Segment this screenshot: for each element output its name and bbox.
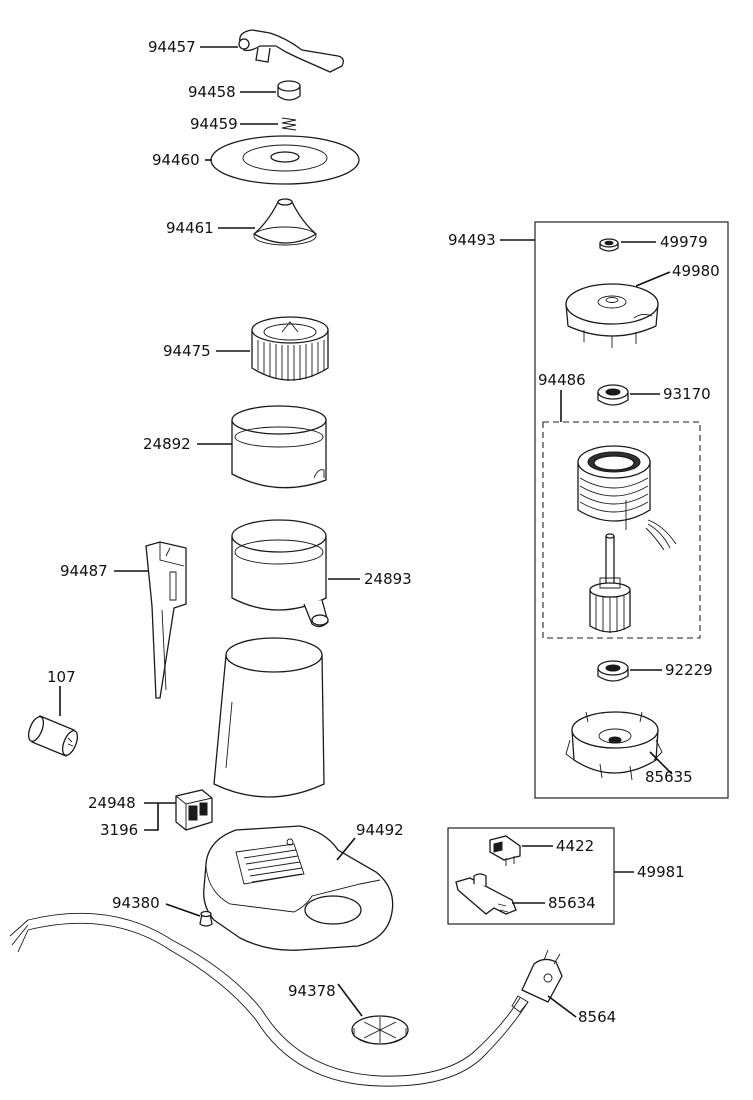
part-94459-spring <box>281 117 297 131</box>
label-3196: 3196 <box>100 821 138 839</box>
label-94378: 94378 <box>288 982 336 1000</box>
leader-94378 <box>337 983 363 1017</box>
leader-94380 <box>165 903 201 917</box>
part-24892-ring <box>231 405 327 489</box>
label-24948: 24948 <box>88 794 136 812</box>
label-24893: 24893 <box>364 570 412 588</box>
part-94492-base <box>203 825 394 951</box>
label-49979: 49979 <box>660 233 708 251</box>
leader-8564 <box>547 995 577 1018</box>
label-94460: 94460 <box>152 151 200 169</box>
assembly-box-94493 <box>534 221 729 799</box>
part-94380-fitting <box>199 910 213 927</box>
part-power-cord <box>9 912 529 1087</box>
label-94487: 94487 <box>60 562 108 580</box>
leader-49980 <box>635 271 671 287</box>
part-4422-microswitch <box>489 835 521 866</box>
part-49980-cover <box>565 283 659 348</box>
part-94475-burr <box>251 316 329 381</box>
part-94378-grommet <box>351 1015 409 1045</box>
leader-3196 <box>144 803 159 831</box>
part-24893-chamber <box>231 519 329 628</box>
label-85635: 85635 <box>645 768 693 786</box>
leader-85635 <box>649 751 673 775</box>
part-93170-bearing <box>597 384 629 406</box>
label-94459: 94459 <box>190 115 238 133</box>
label-94475: 94475 <box>163 342 211 360</box>
part-94487-bracket <box>145 541 187 699</box>
label-92229: 92229 <box>665 661 713 679</box>
part-49979-bearing <box>599 238 619 252</box>
part-94458-cap <box>277 80 301 101</box>
label-4422: 4422 <box>556 837 594 855</box>
part-92229-bearing <box>597 660 629 682</box>
label-93170: 93170 <box>663 385 711 403</box>
label-94457: 94457 <box>148 38 196 56</box>
label-94380: 94380 <box>112 894 160 912</box>
label-94492: 94492 <box>356 821 404 839</box>
part-85635-housing <box>565 711 663 781</box>
part-rotor <box>589 533 631 633</box>
part-107-capacitor <box>27 715 79 757</box>
part-stator <box>577 445 677 551</box>
label-24892: 24892 <box>143 435 191 453</box>
label-49981: 49981 <box>637 863 685 881</box>
label-94461: 94461 <box>166 219 214 237</box>
part-94460-disc <box>210 135 360 185</box>
part-85634-bracket <box>455 873 517 915</box>
assembly-box-49981 <box>447 827 615 925</box>
label-94486: 94486 <box>538 371 586 389</box>
label-107: 107 <box>47 668 76 686</box>
label-94493: 94493 <box>448 231 496 249</box>
part-94461-cone <box>252 198 318 246</box>
label-94458: 94458 <box>188 83 236 101</box>
leader-94492 <box>336 837 356 861</box>
label-49980: 49980 <box>672 262 720 280</box>
subassembly-box-94486 <box>542 421 701 639</box>
label-85634: 85634 <box>548 894 596 912</box>
part-94457-lever <box>238 29 344 73</box>
part-housing <box>213 637 325 798</box>
part-8564-plug <box>511 949 563 1013</box>
part-24948-switch <box>175 789 213 831</box>
label-8564: 8564 <box>578 1008 616 1026</box>
